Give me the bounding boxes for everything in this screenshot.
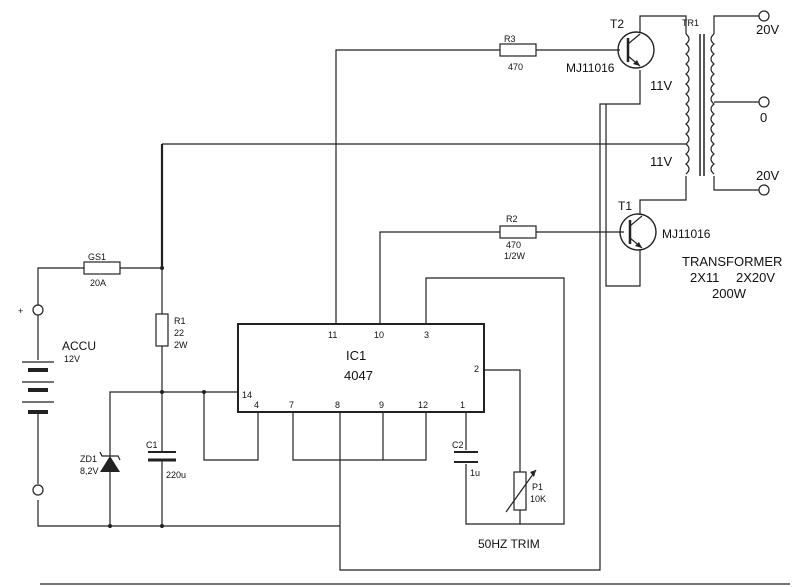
wire-pin4-loop	[203, 392, 259, 461]
wire-pin3	[425, 277, 565, 525]
p1-potentiometer	[505, 469, 537, 513]
junctions	[108, 266, 206, 528]
wire-pin2	[484, 369, 521, 472]
zd1-label: ZD1	[80, 454, 97, 464]
trim-label: 50HZ TRIM	[478, 537, 540, 551]
c2-capacitor	[454, 451, 478, 463]
v11-top-label: 11V	[650, 78, 672, 93]
pin-11: 11	[328, 330, 337, 340]
terminal-20v-top	[758, 10, 770, 22]
transformer-title: TRANSFORMER	[682, 254, 782, 269]
tr1-label: TR1	[682, 18, 699, 28]
accu-label: ACCU	[62, 339, 96, 353]
transformer-spec-a: 2X11	[690, 270, 719, 285]
p1-label: P1	[532, 482, 543, 492]
c1-value: 220u	[166, 470, 186, 480]
c2-label: C2	[452, 440, 464, 450]
gs1-value: 20A	[90, 278, 106, 288]
pin-10: 10	[374, 330, 384, 340]
wires	[37, 15, 790, 585]
out-20v-top-label: 20V	[756, 22, 779, 37]
c2-value: 1u	[470, 468, 480, 478]
zd1-value: 8,2V	[80, 466, 99, 476]
t2-part-label: MJ11016	[566, 61, 615, 75]
t2-label: T2	[610, 17, 624, 31]
pin-12: 12	[418, 400, 428, 410]
accu-battery	[22, 304, 54, 496]
gs1-fuse	[83, 261, 121, 275]
wire-ic11-r3	[335, 49, 500, 326]
wire-t1-collector	[639, 176, 687, 214]
pin-7: 7	[289, 400, 294, 410]
tr1-transformer	[685, 33, 715, 176]
r1-value-1: 22	[174, 328, 184, 338]
wire-ground	[37, 500, 340, 527]
r1-value-2: 2W	[174, 340, 188, 350]
plus-sign: +	[18, 306, 23, 316]
accu-value: 12V	[64, 354, 80, 364]
pin-14: 14	[242, 390, 252, 400]
r3-label: R3	[504, 34, 516, 44]
transformer-power: 200W	[712, 286, 747, 301]
t1-transistor	[619, 213, 657, 251]
gs1-label: GS1	[88, 252, 106, 262]
r2-value-1: 470	[506, 240, 521, 250]
t2-transistor	[617, 31, 655, 69]
r2-label: R2	[506, 214, 518, 224]
p1-value: 10K	[530, 494, 546, 504]
transformer-spec-b: 2X20V	[736, 270, 775, 285]
c1-label: C1	[146, 440, 158, 450]
r2-value-2: 1/2W	[504, 251, 526, 261]
pin-3: 3	[424, 330, 429, 340]
r2-resistor	[499, 225, 537, 239]
wire-ic10-r2	[379, 231, 500, 326]
wire-c2-pot	[465, 464, 521, 525]
wire-t2-collector	[639, 15, 687, 34]
t1-part-label: MJ11016	[662, 227, 711, 241]
wire-accu-fuse	[37, 267, 84, 306]
pin-8: 8	[335, 400, 340, 410]
pin-1: 1	[460, 400, 465, 410]
ic1-chip	[237, 323, 485, 413]
wire-sec-bot	[713, 176, 762, 191]
ic1-label: IC1	[346, 348, 366, 363]
terminal-0	[758, 96, 770, 108]
wire-t1-emitter	[605, 104, 641, 287]
zd1-zener	[99, 420, 121, 472]
t1-label: T1	[618, 199, 632, 213]
r1-label: R1	[174, 316, 186, 326]
wire-pins-7-9-12	[292, 412, 427, 461]
pin-2: 2	[474, 364, 479, 374]
r3-value: 470	[508, 62, 523, 72]
wire-sec-top	[713, 15, 762, 34]
out-20v-bottom-label: 20V	[756, 168, 779, 183]
v11-bottom-label: 11V	[650, 154, 672, 169]
terminal-20v-bottom	[758, 184, 770, 196]
wire-pin14	[109, 391, 238, 420]
pin-9: 9	[379, 400, 384, 410]
r3-resistor	[499, 43, 537, 57]
out-0-label: 0	[760, 110, 767, 125]
c1-capacitor	[148, 444, 176, 462]
pin-4: 4	[254, 400, 259, 410]
r1-resistor	[155, 313, 169, 347]
wire-t2-emitter	[339, 70, 641, 571]
ic1-part-label: 4047	[344, 368, 373, 383]
